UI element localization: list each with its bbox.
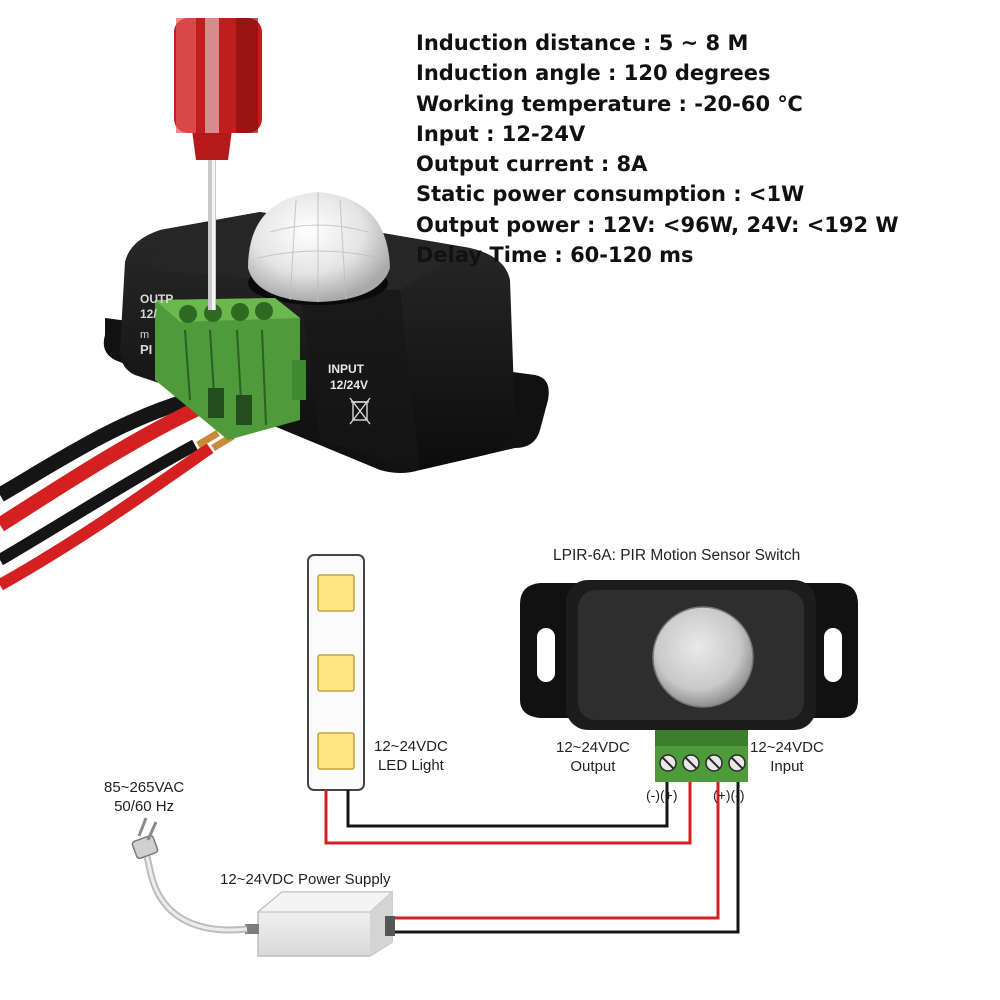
photo-input-label-1: INPUT bbox=[328, 362, 365, 376]
spec-output-power: Output power : 12V: <96W, 24V: <192 W bbox=[416, 212, 899, 237]
led-light-label: 12~24VDC LED Light bbox=[374, 737, 448, 775]
diagram-mounting-slot-left bbox=[537, 628, 555, 682]
spec-output-current: Output current : 8A bbox=[416, 152, 648, 177]
diagram-pir-lens bbox=[653, 607, 753, 707]
spec-input: Input : 12-24V bbox=[416, 121, 586, 146]
output-label-line2: Output bbox=[570, 758, 616, 775]
photo-output-label-4: PI bbox=[140, 342, 152, 357]
spec-list: Induction distance : 5 ~ 8 M Induction a… bbox=[416, 28, 996, 270]
spec-static-power: Static power consumption : <1W bbox=[416, 182, 805, 207]
input-label-line1: 12~24VDC bbox=[750, 739, 824, 756]
led-chip bbox=[317, 732, 355, 770]
photo-output-label-3: m bbox=[140, 329, 149, 341]
ac-label-line1: 85~265VAC bbox=[104, 779, 185, 796]
photo-output-label-2: 12/ bbox=[140, 307, 157, 321]
output-label: 12~24VDC Output bbox=[556, 738, 630, 776]
input-polarity-label: (+)(-) bbox=[713, 787, 745, 803]
spec-induction-angle: Induction angle : 120 degrees bbox=[416, 61, 771, 86]
ac-label-line2: 50/60 Hz bbox=[114, 798, 175, 815]
product-photo: OUTP 12/ m PI INPUT 12/24V bbox=[0, 18, 549, 591]
recycle-bin-icon bbox=[349, 397, 371, 425]
spec-induction-distance: Induction distance : 5 ~ 8 M bbox=[416, 31, 749, 55]
diagram-mounting-slot-right bbox=[824, 628, 842, 682]
photo-wires bbox=[0, 392, 235, 591]
photo-terminal-block bbox=[155, 298, 300, 440]
led-chip bbox=[317, 654, 355, 692]
power-supply-label: 12~24VDC Power Supply bbox=[220, 871, 391, 888]
diagram-wires bbox=[324, 782, 740, 934]
spec-working-temperature: Working temperature : -20-60 ℃ bbox=[416, 91, 803, 116]
photo-output-label-1: OUTP bbox=[140, 292, 173, 306]
power-supply bbox=[245, 891, 395, 957]
input-label-line2: Input bbox=[770, 758, 804, 775]
ac-plug-icon bbox=[131, 817, 159, 860]
wiring-diagram bbox=[131, 554, 858, 957]
ac-input-label: 85~265VAC 50/60 Hz bbox=[104, 778, 184, 816]
photo-pir-dome bbox=[248, 192, 390, 302]
spec-delay-time: Delay Time : 60-120 ms bbox=[416, 243, 694, 268]
input-label: 12~24VDC Input bbox=[750, 738, 824, 776]
output-polarity-label: (-)(+) bbox=[646, 787, 678, 803]
photo-screwdriver bbox=[174, 18, 262, 310]
photo-input-label-2: 12/24V bbox=[330, 378, 368, 392]
device-title: LPIR-6A: PIR Motion Sensor Switch bbox=[553, 547, 801, 564]
led-label-line2: LED Light bbox=[377, 757, 444, 774]
led-chip bbox=[317, 574, 355, 612]
ac-cable bbox=[142, 851, 248, 934]
led-label-line1: 12~24VDC bbox=[374, 738, 448, 755]
output-label-line1: 12~24VDC bbox=[556, 739, 630, 756]
